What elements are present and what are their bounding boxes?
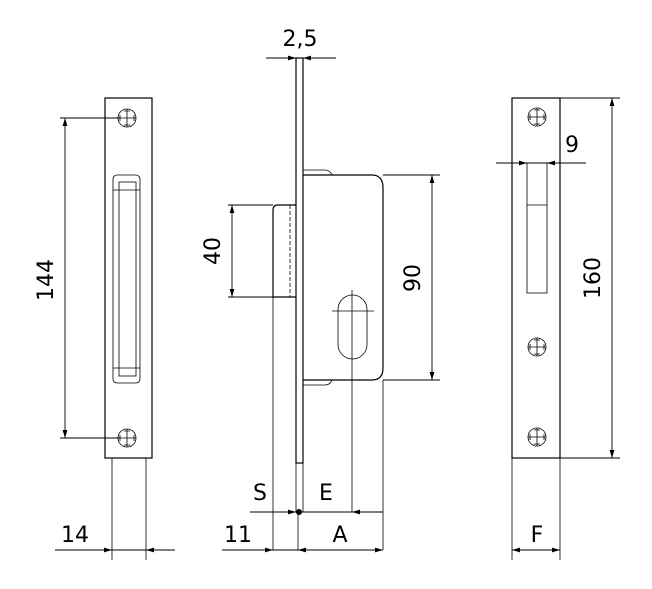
dim-a: A [332, 523, 347, 548]
screw-icon [117, 428, 137, 448]
screw-icon [117, 108, 137, 128]
dim-2-5: 2,5 [283, 27, 318, 52]
reference-point [296, 509, 302, 515]
dim-14: 14 [61, 523, 89, 548]
screw-icon [527, 337, 547, 357]
dim-e: E [319, 481, 333, 506]
dim-9: 9 [565, 133, 579, 158]
dim-f: F [531, 523, 544, 548]
dim-11: 11 [224, 523, 252, 548]
screw-icon [527, 107, 547, 127]
lock-side-view: 2,5 40 90 S E 11 A [201, 27, 440, 553]
screw-icon [527, 427, 547, 447]
dim-s: S [253, 481, 267, 506]
dim-144: 144 [34, 259, 59, 301]
dim-90: 90 [401, 264, 426, 292]
dim-160: 160 [581, 257, 606, 299]
dim-40: 40 [201, 237, 226, 265]
strike-plate-view: 9 160 F [496, 97, 620, 560]
faceplate-front-view: 144 14 [34, 97, 175, 560]
